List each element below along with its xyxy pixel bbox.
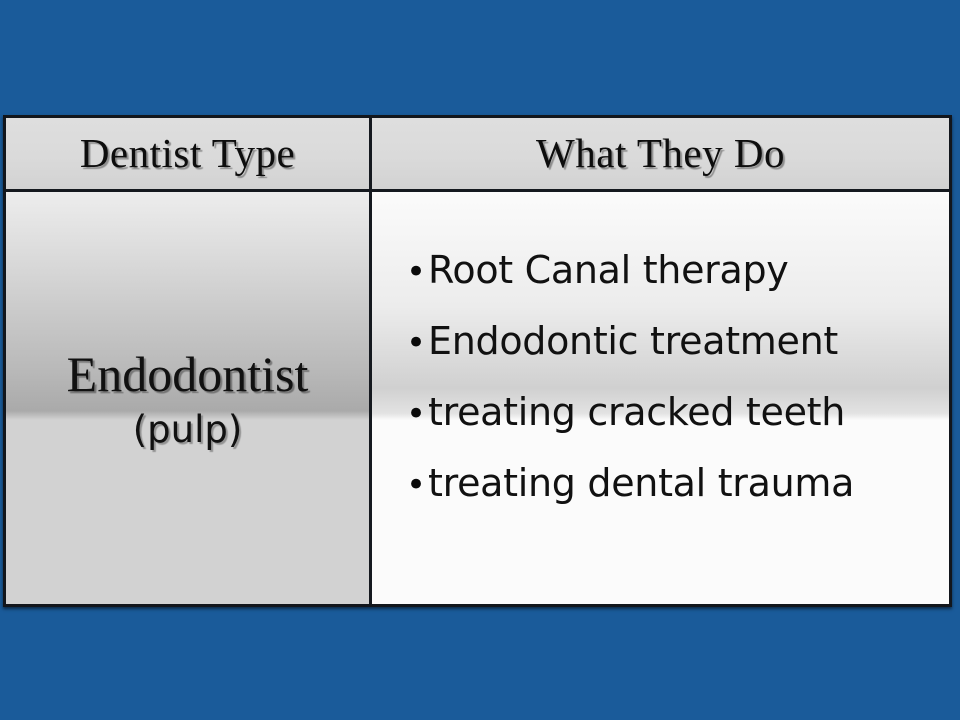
list-item: • treating cracked teeth [406,393,949,464]
list-item: • treating dental trauma [406,464,949,535]
bullet-point-icon: • [406,394,426,434]
duty-label: Endodontic treatment [428,319,838,363]
list-item: • Root Canal therapy [406,251,949,322]
dentist-type-qualifier: (pulp) [132,408,243,451]
table-header-row: Dentist Type What They Do [6,118,949,192]
duty-label: treating cracked teeth [428,390,846,434]
bullet-point-icon: • [406,323,426,363]
duties-list: • Root Canal therapy • Endodontic treatm… [406,251,949,535]
cell-what-they-do: • Root Canal therapy • Endodontic treatm… [372,192,949,604]
dentist-type-name: Endodontist [66,346,309,402]
duty-label: treating dental trauma [428,461,855,505]
cell-dentist-type: Endodontist (pulp) [6,192,372,604]
column-header-dentist-type: Dentist Type [79,130,296,176]
list-item: • Endodontic treatment [406,322,949,393]
dentist-comparison-table: Dentist Type What They Do Endodontist (p… [3,115,952,607]
table-row: Endodontist (pulp) • Root Canal therapy … [6,192,949,604]
duty-label: Root Canal therapy [428,248,789,292]
table-header-cell-what-they-do: What They Do [372,118,949,189]
table-header-cell-dentist-type: Dentist Type [6,118,372,189]
column-header-what-they-do: What They Do [536,130,785,176]
bullet-point-icon: • [406,252,426,292]
bullet-point-icon: • [406,465,426,505]
